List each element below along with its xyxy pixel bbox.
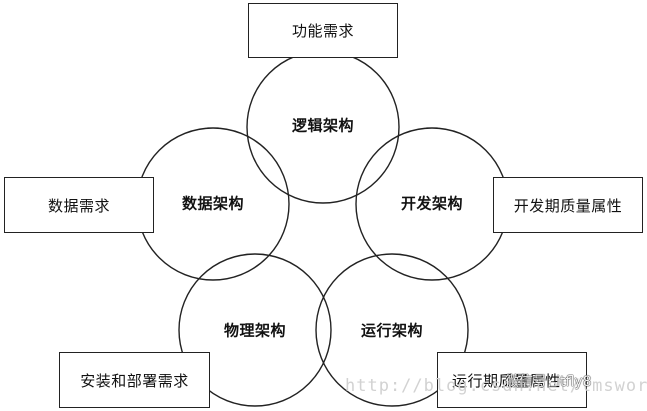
functional-requirements-box: 功能需求 bbox=[248, 3, 398, 58]
blog-url-watermark: http://blog.csdn.net/lmsword bbox=[345, 376, 647, 396]
runtime-quality-box: 运行期质量属性 bbox=[437, 352, 587, 408]
deployment-requirements-label: 安装和部署需求 bbox=[80, 371, 189, 390]
development-architecture-label: 开发架构 bbox=[400, 194, 464, 213]
development-quality-label: 开发期质量属性 bbox=[513, 196, 623, 215]
runtime-architecture-label: 运行架构 bbox=[360, 321, 424, 340]
data-architecture-label: 数据架构 bbox=[181, 194, 245, 213]
wechat-watermark: 微信号: itfly8 bbox=[505, 374, 592, 390]
data-requirements-label: 数据需求 bbox=[47, 196, 110, 215]
deployment-requirements-box: 安装和部署需求 bbox=[59, 352, 210, 408]
data-requirements-box: 数据需求 bbox=[4, 177, 154, 233]
runtime-architecture-circle bbox=[315, 253, 469, 407]
runtime-quality-label: 运行期质量属性 bbox=[452, 371, 561, 390]
logical-architecture-label: 逻辑架构 bbox=[291, 116, 355, 135]
physical-architecture-label: 物理架构 bbox=[223, 321, 287, 340]
development-quality-box: 开发期质量属性 bbox=[493, 177, 643, 233]
physical-architecture-circle bbox=[178, 253, 332, 407]
functional-requirements-label: 功能需求 bbox=[291, 22, 354, 40]
